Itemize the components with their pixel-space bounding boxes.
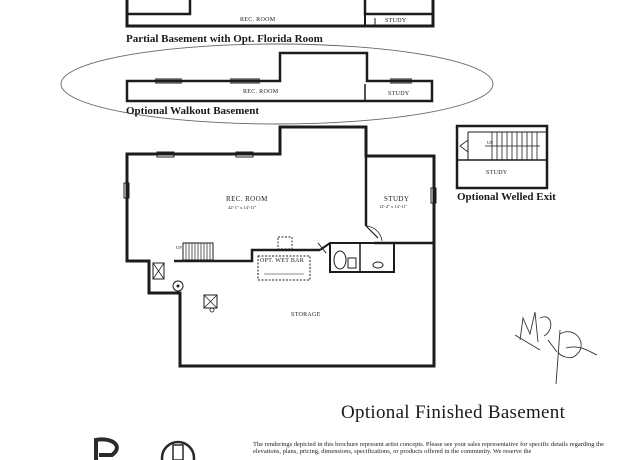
main-rec-room-dims: 42'-1" x 14'-11" (228, 205, 257, 210)
partial-study-label: STUDY (385, 18, 407, 24)
partial-basement-caption: Partial Basement with Opt. Florida Room (126, 33, 323, 45)
wet-bar-label: OPT. WET BAR (260, 258, 305, 264)
main-study-dims: 12'-2" x 14'-11" (379, 204, 408, 209)
walkout-study-label: STUDY (388, 91, 410, 97)
main-study-label: STUDY (384, 195, 410, 203)
welled-exit-caption: Optional Welled Exit (457, 191, 556, 203)
builder-logo (94, 437, 196, 460)
main-rec-room-label: REC. ROOM (226, 195, 268, 203)
welled-study-label: STUDY (486, 170, 508, 176)
walkout-basement-plan (125, 51, 434, 103)
page-title: Optional Finished Basement (341, 402, 566, 423)
walkout-basement-caption: Optional Walkout Basement (126, 105, 260, 117)
partial-basement-plan (125, 0, 435, 28)
partial-rec-room-label: REC. ROOM (240, 17, 276, 23)
handwritten-signature (514, 311, 598, 385)
walkout-highlight-ellipse (60, 43, 494, 125)
walkout-rec-room-label: REC. ROOM (243, 89, 279, 95)
main-stair-up-label: UP (176, 245, 182, 250)
welled-stair-up-label: UP (487, 140, 493, 145)
storage-label: STORAGE (291, 312, 321, 318)
disclaimer-text: The renderings depicted in this brochure… (253, 441, 605, 455)
welled-exit-plan (455, 124, 549, 190)
main-basement-plan (123, 125, 437, 368)
